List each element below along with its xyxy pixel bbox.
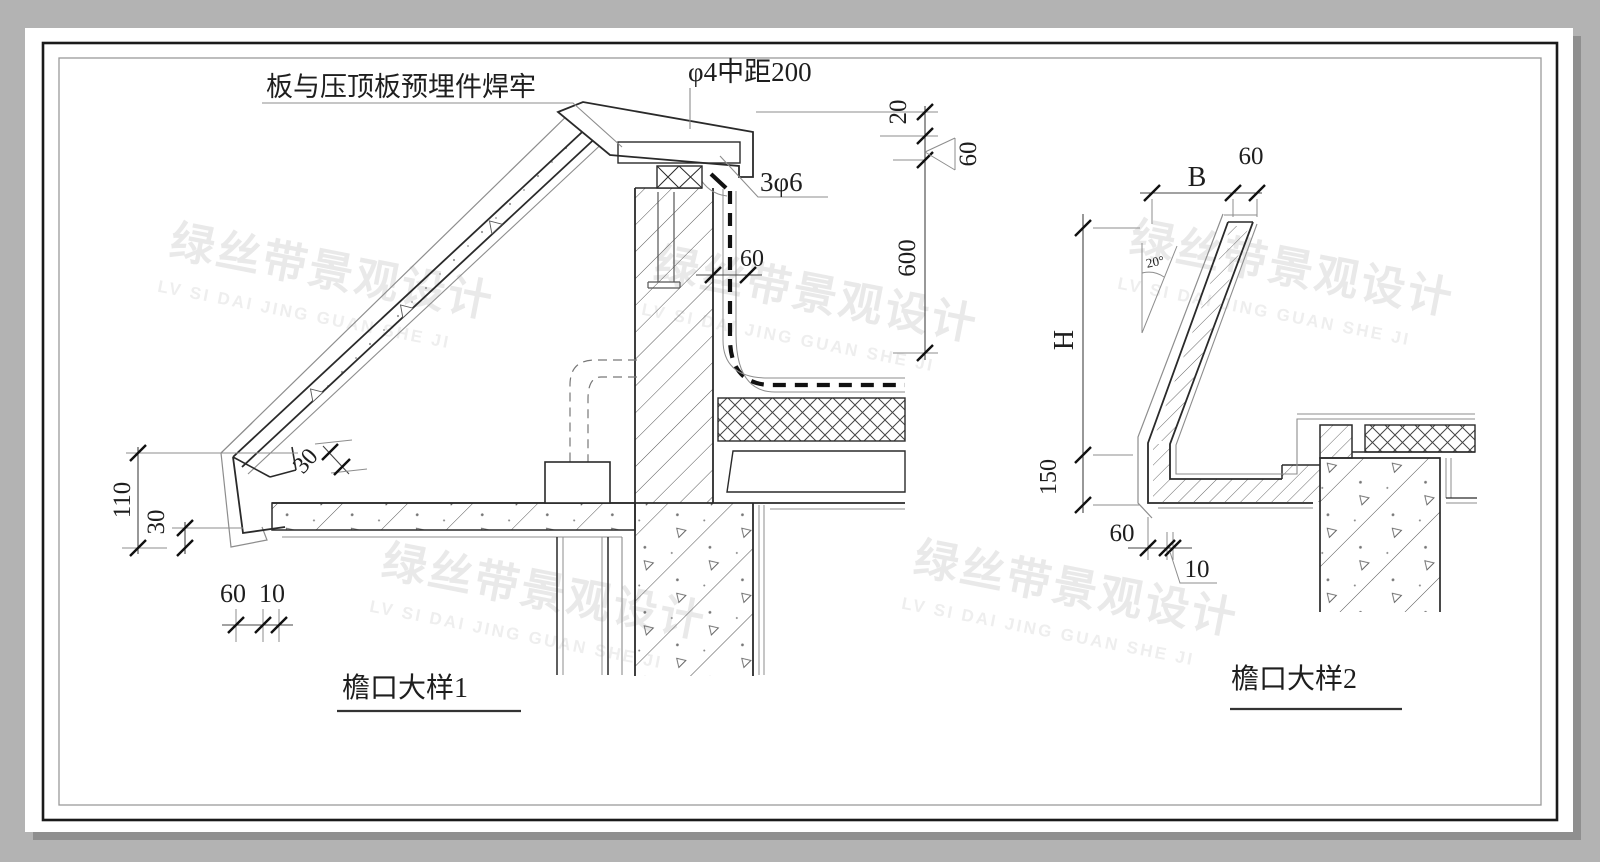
detail1-title: 檐口大样1 — [342, 672, 468, 704]
roof-beam — [1319, 451, 1477, 612]
note-leaders — [262, 88, 828, 198]
ceiling-slab — [271, 502, 636, 531]
membrane-lining — [1175, 223, 1475, 475]
dim-label-110: 110 — [109, 482, 136, 519]
eave-detail-2: B 60 H 150 20° 60 10 檐口大样2 — [1036, 143, 1477, 711]
insulation-layer — [717, 397, 906, 442]
eave-detail-1: 20 60 600 60 30 110 30 60 1 — [109, 57, 982, 713]
dim-label-bottom2-60: 60 — [1110, 520, 1135, 547]
note-weld: 板与压顶板预埋件焊牢 — [266, 72, 536, 102]
note-mesh: φ4中距200 — [688, 57, 812, 87]
parapet-panel — [1137, 213, 1320, 519]
dim-label-left-30: 30 — [143, 510, 170, 535]
dim-bottom2-60-10 — [1128, 517, 1217, 584]
dim-left-110-30 — [122, 444, 298, 557]
dim-chain-right — [756, 103, 956, 362]
gutter — [220, 422, 297, 548]
angle-label: 20° — [1145, 252, 1166, 270]
anchor-channel — [647, 192, 681, 289]
dim-bottom-60-10 — [222, 609, 293, 642]
rain-pipe — [569, 359, 637, 462]
detail2-title: 檐口大样2 — [1231, 663, 1357, 695]
dim-label-150: 150 — [1036, 459, 1062, 495]
dim-label-h: H — [1049, 330, 1080, 350]
drawing-frame-inner — [58, 57, 1542, 806]
drain-box — [544, 461, 611, 504]
drawing-frame-outer — [41, 41, 1559, 822]
roof-slab — [220, 105, 609, 475]
dim-label-bottom2-10: 10 — [1185, 556, 1210, 583]
waterproof-membrane — [709, 172, 905, 393]
dim-label-wall-60: 60 — [740, 246, 764, 272]
screed-layer — [726, 450, 906, 493]
dim-label-bottom-60: 60 — [220, 579, 246, 608]
lower-wall — [556, 537, 609, 675]
wood-blocking — [656, 165, 703, 189]
ceiling-plaster-line — [282, 536, 623, 675]
dim-label-600: 600 — [894, 239, 921, 277]
dim-slope-30 — [314, 439, 368, 476]
dim-label-b: B — [1188, 162, 1207, 193]
roof-curb — [1319, 424, 1353, 459]
angle-annotation — [1141, 243, 1178, 334]
note-bars: 3φ6 — [760, 167, 803, 197]
dim-label-60-flag: 60 — [955, 142, 982, 167]
capping-plate — [556, 101, 754, 197]
dim-wall-60 — [696, 266, 762, 284]
dim-label-bottom-10: 10 — [259, 579, 285, 608]
dim-top-b-60 — [1140, 184, 1266, 224]
dim-label-top-60: 60 — [1239, 143, 1264, 170]
insulation-layer-2 — [1364, 424, 1476, 453]
dim-label-20: 20 — [885, 100, 912, 125]
dim-left-h-150 — [1074, 214, 1140, 514]
